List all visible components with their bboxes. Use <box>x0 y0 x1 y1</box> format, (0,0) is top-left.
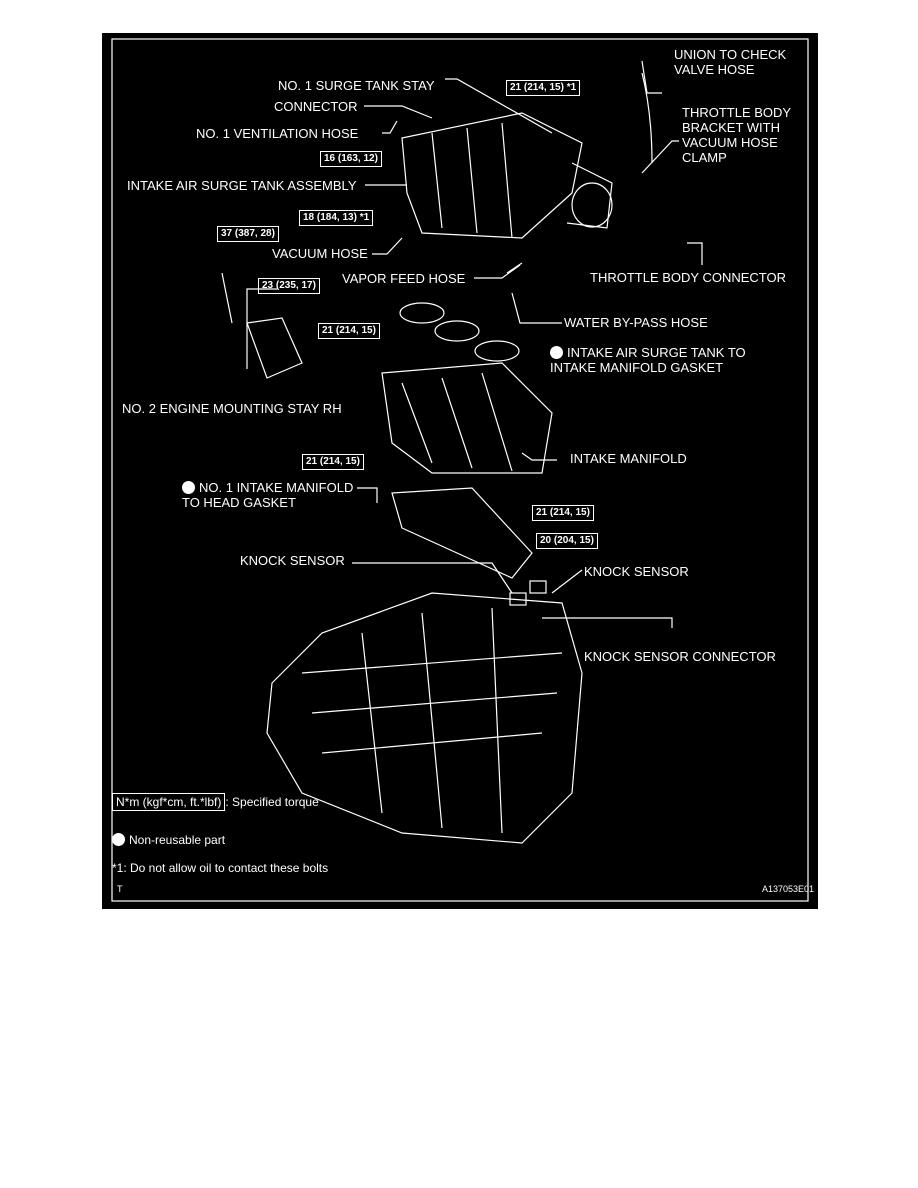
label-surge-stay: NO. 1 SURGE TANK STAY <box>278 78 435 93</box>
torque-spec: 21 (214, 15) <box>532 505 594 521</box>
legend-nonreusable: Non-reusable part <box>112 833 225 848</box>
torque-spec: 37 (387, 28) <box>217 226 279 242</box>
label-vapor-feed: VAPOR FEED HOSE <box>342 271 466 286</box>
torque-spec: 21 (214, 15) <box>318 323 380 339</box>
label-intake-manifold: INTAKE MANIFOLD <box>570 451 687 466</box>
nonreusable-icon <box>182 481 195 494</box>
torque-spec: 21 (214, 15) <box>302 454 364 470</box>
label-vacuum-hose: VACUUM HOSE <box>272 246 368 261</box>
label-surge-tank: INTAKE AIR SURGE TANK ASSEMBLY <box>127 178 357 193</box>
legend-torque: N*m (kgf*cm, ft.*lbf): Specified torque <box>112 793 319 811</box>
torque-spec: 23 (235, 17) <box>258 278 320 294</box>
corner-code-right: A137053E01 <box>762 884 815 894</box>
corner-code-left: T <box>117 884 123 894</box>
diagram-lines <box>111 38 809 902</box>
torque-spec: 18 (184, 13) *1 <box>299 210 374 226</box>
nonreusable-icon <box>112 833 125 846</box>
torque-spec: 20 (204, 15) <box>536 533 598 549</box>
diagram-figure: UNION TO CHECK VALVE HOSE NO. 1 SURGE TA… <box>102 33 818 909</box>
legend-torque-box: N*m (kgf*cm, ft.*lbf) <box>112 793 226 811</box>
label-ventilation-hose: NO. 1 VENTILATION HOSE <box>196 126 359 141</box>
label-knock-sensor-right: KNOCK SENSOR <box>584 564 689 579</box>
label-union-hose: UNION TO CHECK VALVE HOSE <box>674 47 787 77</box>
torque-spec: 21 (214, 15) *1 <box>506 80 581 96</box>
torque-spec: 16 (163, 12) <box>320 151 382 167</box>
frame <box>111 38 809 902</box>
nonreusable-icon <box>550 346 563 359</box>
legend-note: *1: Do not allow oil to contact these bo… <box>112 861 329 875</box>
label-throttle-connector: THROTTLE BODY CONNECTOR <box>590 270 786 285</box>
label-knock-connector: KNOCK SENSOR CONNECTOR <box>584 649 776 664</box>
label-mount-stay: NO. 2 ENGINE MOUNTING STAY RH <box>122 401 342 416</box>
label-knock-sensor-left: KNOCK SENSOR <box>240 553 345 568</box>
label-water-bypass: WATER BY-PASS HOSE <box>564 315 708 330</box>
label-throttle-bracket: THROTTLE BODY BRACKET WITH VACUUM HOSE C… <box>682 105 792 165</box>
label-surge-gasket: INTAKE AIR SURGE TANK TO INTAKE MANIFOLD… <box>550 345 746 375</box>
label-head-gasket: NO. 1 INTAKE MANIFOLD TO HEAD GASKET <box>182 480 354 510</box>
label-connector: CONNECTOR <box>274 99 358 114</box>
